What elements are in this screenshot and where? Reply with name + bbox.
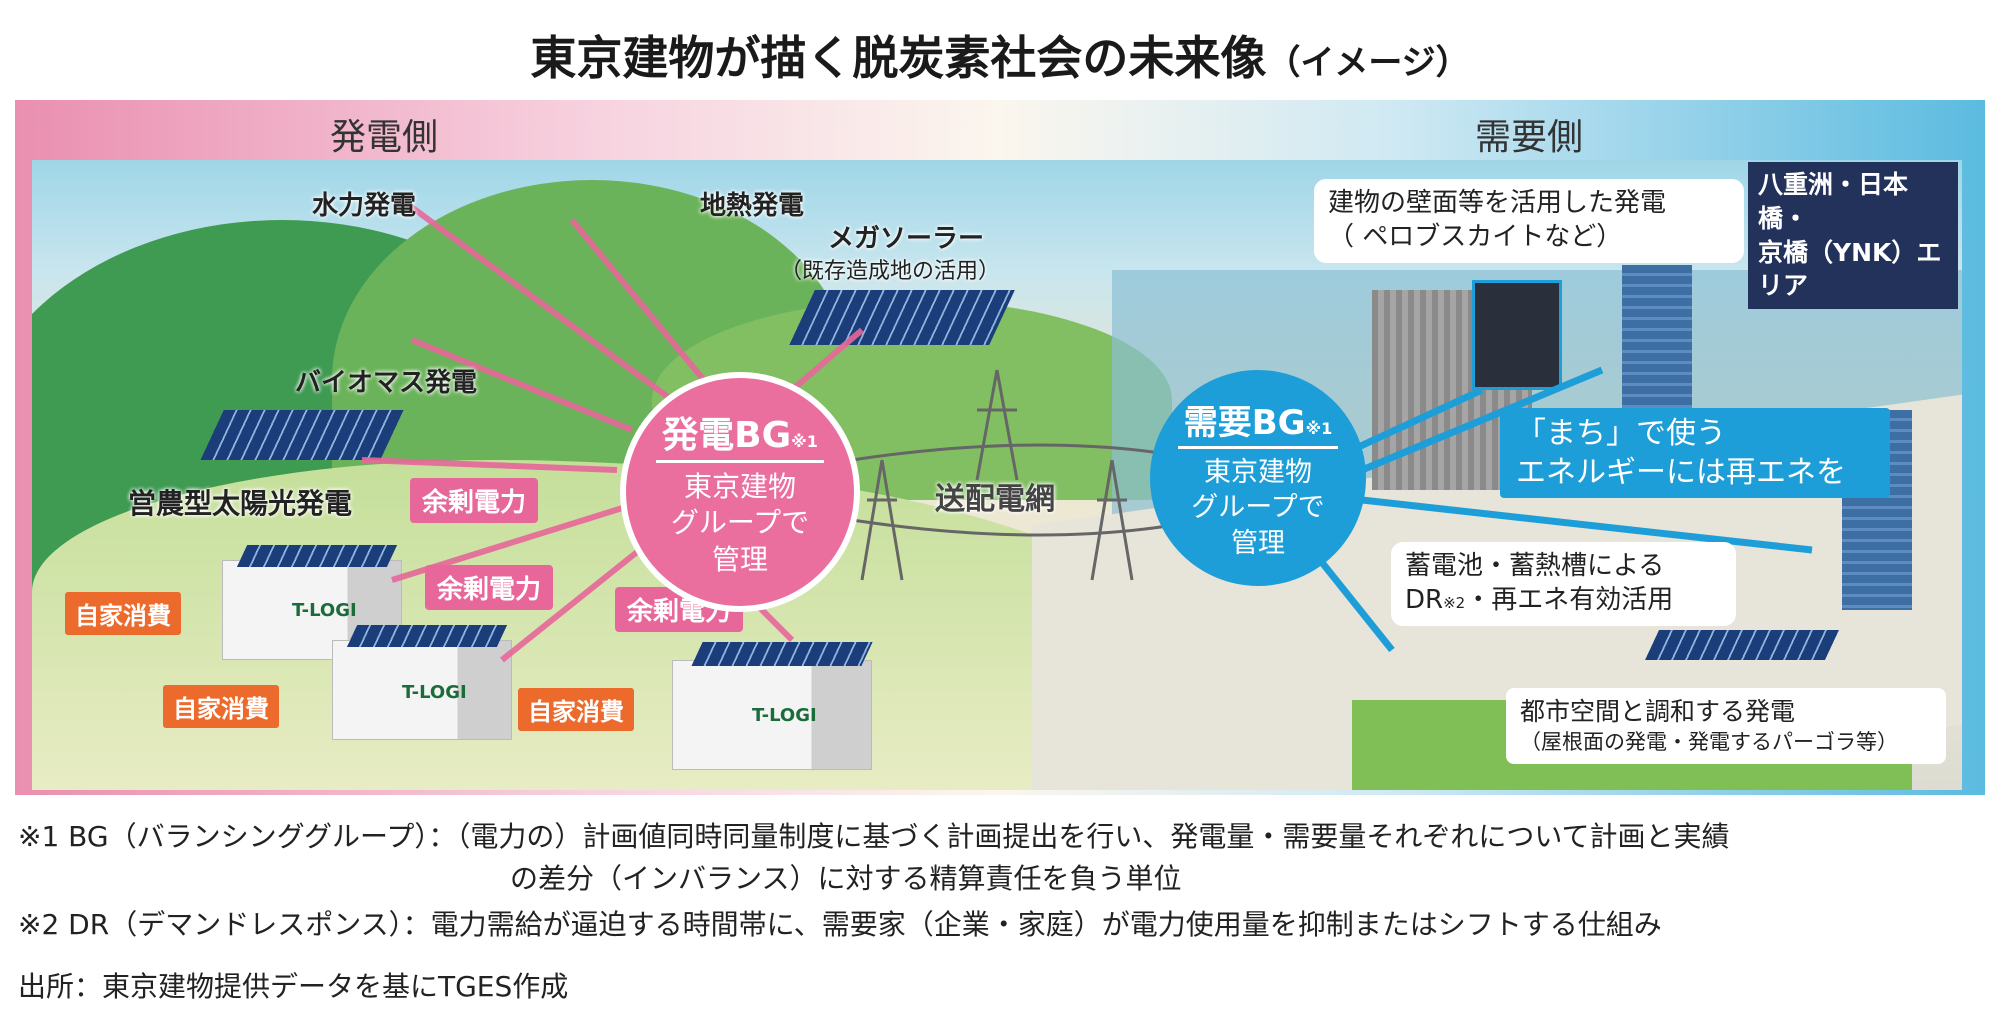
town-line: エネルギーには再エネを <box>1516 455 1846 490</box>
footnote-1: ※1 BG（バランシンググループ）：（電力の）計画値同時同量制度に基づく計画提出… <box>18 820 1730 853</box>
callout-line: （ ペロブスカイトなど） <box>1328 221 1623 252</box>
demand-bg-title: 需要BG※1 <box>1177 395 1339 450</box>
demand-bg-body: 東京建物 グループで 管理 <box>1191 455 1324 560</box>
tlogi-logo: T-LOGI <box>292 600 357 621</box>
self-consumption-tag: 自家消費 <box>518 688 634 731</box>
perovskite-wall-panel <box>1472 280 1562 390</box>
warehouse <box>332 640 512 740</box>
tlogi-logo: T-LOGI <box>752 705 817 726</box>
title-text: 東京建物が描く脱炭素社会の未来像 <box>530 31 1267 85</box>
callout-line: 建物の壁面等を活用した発電 <box>1328 188 1667 218</box>
arrow-tower2 <box>1361 496 1813 554</box>
label-mega-solar-note: （既存造成地の活用） <box>780 259 1001 284</box>
surplus-tag: 余剰電力 <box>425 565 554 610</box>
town-energy-box: 「まち」で使う エネルギーには再エネを <box>1500 408 1890 498</box>
arrow-warehouse2 <box>500 537 654 663</box>
surplus-tag: 余剰電力 <box>410 478 539 523</box>
page-title: 東京建物が描く脱炭素社会の未来像（イメージ） <box>0 22 2000 88</box>
dr-text: DR <box>1405 584 1444 615</box>
demand-bg-circle: 需要BG※1 東京建物 グループで 管理 <box>1150 370 1366 586</box>
supply-bg-line: グループで <box>670 506 810 540</box>
callout-line: DR※2・再エネ有効活用 <box>1405 584 1722 618</box>
note-mark: ※2 <box>1443 593 1466 612</box>
supply-bg-line: 東京建物 <box>683 469 796 503</box>
label-mega-solar: メガソーラー <box>828 224 985 254</box>
warehouse <box>672 660 872 770</box>
arrow-mega-solar <box>790 327 864 393</box>
label-biomass: バイオマス発電 <box>295 368 478 398</box>
tlogi-logo: T-LOGI <box>402 682 467 703</box>
arrow-wall <box>1350 386 1484 454</box>
label-hydro: 水力発電 <box>312 191 417 221</box>
demand-side-heading: 需要側 <box>1475 117 1584 158</box>
note-mark: ※1 <box>791 431 818 451</box>
urban-line: （屋根面の発電・発電するパーゴラ等） <box>1520 729 1898 754</box>
area-line: 京橋（YNK）エリア <box>1758 237 1942 301</box>
demand-bg-line: 東京建物 <box>1203 457 1312 489</box>
label-grid: 送配電網 <box>935 482 1055 517</box>
label-agri-solar: 営農型太陽光発電 <box>128 487 353 520</box>
demand-bg-line: グループで <box>1191 492 1325 524</box>
arrow-agri <box>361 457 618 473</box>
supply-bg-body: 東京建物 グループで 管理 <box>671 469 809 578</box>
pylon-icon <box>1090 459 1134 581</box>
ynk-area-box: 八重洲・日本橋・ 京橋（YNK）エリア <box>1748 162 1958 309</box>
label-geothermal: 地熱発電 <box>700 191 805 221</box>
title-suffix: （イメージ） <box>1266 43 1470 83</box>
callout-line: 蓄電池・蓄熱槽による <box>1405 551 1665 581</box>
source-note: 出所：東京建物提供データを基にTGES作成 <box>18 970 569 1003</box>
pylon-icon <box>975 369 1019 481</box>
pylon-icon <box>860 459 904 581</box>
urban-line: 都市空間と調和する発電 <box>1520 697 1796 726</box>
note-mark: ※1 <box>1305 419 1333 439</box>
arrow-storage <box>1309 547 1395 653</box>
arrow-geothermal <box>569 218 715 392</box>
supply-bg-title: 発電BG※1 <box>656 406 824 463</box>
area-line: 八重洲・日本橋・ <box>1758 170 1909 233</box>
self-consumption-tag: 自家消費 <box>163 685 279 728</box>
arrow-biomass <box>410 337 634 433</box>
town-line: 「まち」で使う <box>1516 416 1726 451</box>
supply-side-heading: 発電側 <box>330 117 439 158</box>
self-consumption-tag: 自家消費 <box>65 592 181 635</box>
supply-bg-circle: 発電BG※1 東京建物 グループで 管理 <box>620 372 860 612</box>
supply-bg-line: 管理 <box>711 542 768 576</box>
dr-text: ・再エネ有効活用 <box>1465 584 1674 615</box>
demand-bg-line: 管理 <box>1230 527 1285 559</box>
arrow-tower <box>1360 366 1604 474</box>
urban-generation-box: 都市空間と調和する発電 （屋根面の発電・発電するパーゴラ等） <box>1506 688 1946 764</box>
footnote-1-cont: の差分（インバランス）に対する精算責任を負う単位 <box>510 862 1182 895</box>
footnote-2: ※2 DR（デマンドレスポンス）：電力需給が逼迫する時間帯に、需要家（企業・家庭… <box>18 908 1662 941</box>
arrow-hydro <box>400 197 674 403</box>
supply-bg-title-text: 発電BG <box>662 414 792 456</box>
wall-generation-callout: 建物の壁面等を活用した発電 （ ペロブスカイトなど） <box>1314 179 1744 263</box>
storage-callout: 蓄電池・蓄熱槽による DR※2・再エネ有効活用 <box>1391 542 1736 626</box>
demand-bg-title-text: 需要BG <box>1183 403 1306 444</box>
